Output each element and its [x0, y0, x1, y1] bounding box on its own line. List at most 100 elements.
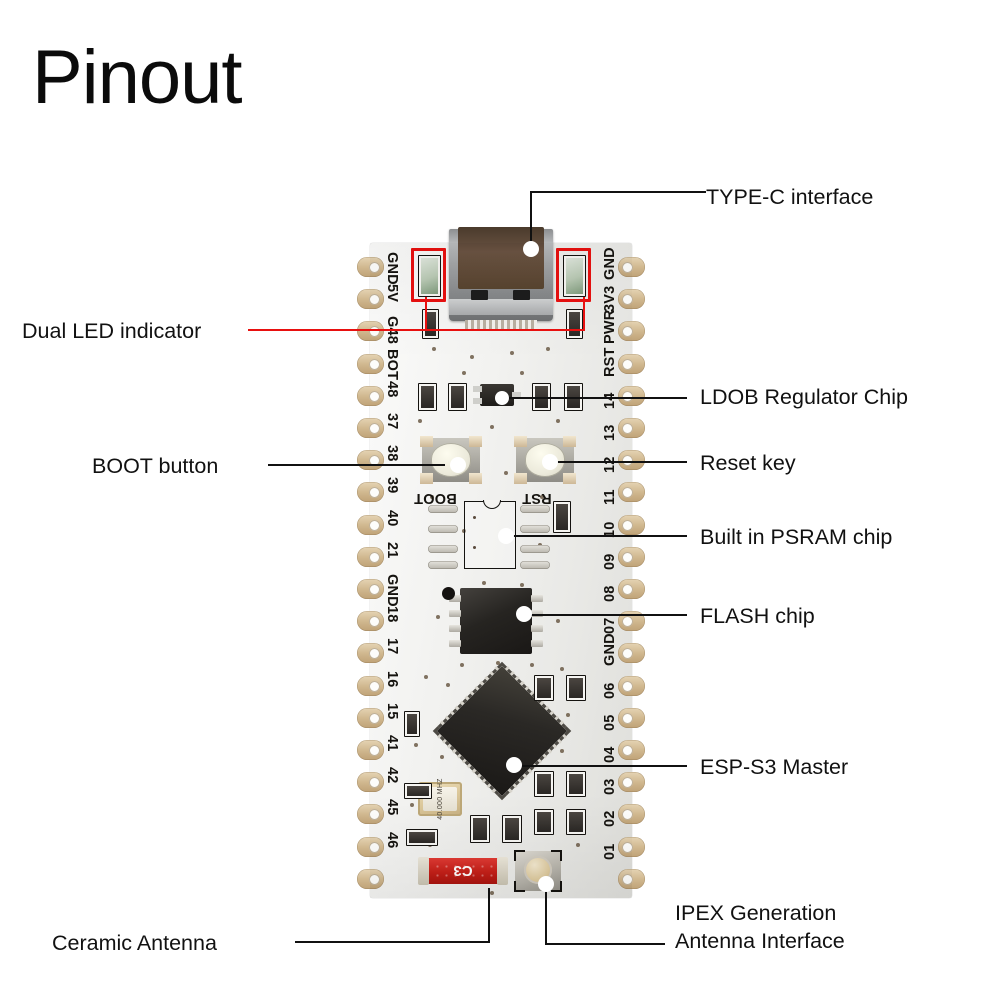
castellated-pad	[357, 836, 384, 857]
callout-ldob: LDOB Regulator Chip	[700, 385, 908, 409]
leader-flash	[525, 614, 687, 616]
castellated-pad	[618, 418, 645, 438]
castellated-pad	[618, 707, 645, 728]
pin-label-right-rst: RST	[602, 346, 618, 377]
castellated-pad	[357, 804, 384, 825]
castellated-pad	[618, 836, 645, 857]
callout-reset: Reset key	[700, 451, 796, 475]
pin-label-left-gnd: GND	[384, 574, 400, 607]
pcb-via	[530, 663, 534, 667]
castellated-pad	[618, 321, 645, 342]
pcb-via	[440, 755, 444, 759]
anchor-dot-psram	[498, 528, 514, 544]
smd-passive-16	[404, 711, 420, 737]
pin-label-right-08: 08	[602, 585, 618, 602]
castellated-pad	[357, 418, 384, 438]
pcb-via	[520, 583, 524, 587]
pin-label-left-48: 48	[384, 380, 400, 398]
castellated-pad	[357, 611, 384, 632]
smd-resistor-2	[566, 309, 583, 339]
castellated-pad	[618, 675, 645, 696]
pcb-via	[424, 675, 428, 679]
pin-label-right-gnd: GND	[602, 247, 618, 280]
pin-label-left-46: 46	[384, 831, 400, 849]
pin-label-right-3v3: 3V3	[602, 285, 618, 313]
anchor-dot-reset	[542, 454, 558, 470]
pin-label-left-18: 18	[384, 606, 400, 623]
led-right-highlight	[556, 248, 591, 302]
pcb-via	[432, 347, 436, 351]
castellated-pad	[357, 740, 384, 760]
smd-passive-9	[502, 815, 522, 843]
leader-ldob	[505, 397, 687, 399]
smd-passive-13	[566, 809, 586, 835]
pin-label-left-45: 45	[384, 799, 400, 816]
castellated-pad	[618, 546, 645, 567]
led-right	[563, 255, 586, 297]
anchor-dot-type-c	[523, 241, 539, 257]
smd-passive-10	[534, 771, 554, 797]
psram-pad	[520, 561, 550, 569]
smd-passive-14	[534, 675, 554, 701]
leader-ipex-horizontal	[545, 943, 665, 945]
leader-reset	[552, 461, 687, 463]
castellated-pad	[357, 257, 384, 277]
callout-flash: FLASH chip	[700, 604, 815, 628]
flash-lead	[449, 640, 461, 647]
pin-label-left-gnd: GND	[384, 252, 400, 285]
psram-pad	[520, 505, 550, 513]
pcb-via	[510, 351, 514, 355]
smd-passive-15	[566, 675, 586, 701]
anchor-dot-ipex	[538, 876, 554, 892]
pin-label-right-06: 06	[602, 682, 618, 699]
ceramic-antenna: C3	[418, 857, 508, 885]
castellated-pad	[618, 450, 645, 471]
flash-lead	[531, 610, 543, 617]
callout-esp: ESP-S3 Master	[700, 755, 849, 779]
pcb-via	[556, 419, 560, 423]
pcb-via	[566, 713, 570, 717]
psram-pad	[520, 525, 550, 533]
leader-dual-led	[248, 329, 585, 331]
pin-label-right-11: 11	[602, 489, 618, 506]
leader-ceramic-vertical	[488, 888, 490, 943]
callout-ipex-line1: IPEX Generation	[675, 901, 837, 925]
pcb-via	[470, 355, 474, 359]
castellated-pad	[618, 385, 645, 406]
leader-type-c-vertical	[530, 191, 532, 249]
castellated-pad	[357, 450, 384, 471]
castellated-pad	[357, 514, 384, 535]
callout-boot: BOOT button	[92, 454, 219, 478]
psram-pad	[428, 561, 458, 569]
leader-type-c-horizontal	[530, 191, 706, 193]
castellated-pad	[357, 675, 384, 696]
pcb-via	[446, 683, 450, 687]
castellated-pad	[618, 257, 645, 277]
smd-passive-1	[418, 383, 437, 411]
antenna-silk-label: C3	[453, 862, 473, 880]
castellated-pad	[618, 868, 645, 889]
leader-ipex-vertical	[545, 884, 547, 944]
castellated-pad	[357, 579, 384, 599]
pin-label-left-16: 16	[384, 670, 400, 688]
pin-label-right-14: 14	[602, 392, 618, 409]
led-left-highlight	[411, 248, 446, 302]
pin-label-left-38: 38	[384, 445, 400, 462]
leader-boot	[268, 464, 445, 466]
castellated-pad	[357, 289, 384, 310]
psram-pad	[428, 545, 458, 553]
smd-passive-6	[404, 783, 432, 799]
pin-label-right-gnd: GND	[602, 633, 618, 667]
pin-label-right-02: 02	[602, 810, 618, 828]
pcb-via	[560, 749, 564, 753]
castellated-pad	[357, 321, 384, 342]
castellated-pad	[618, 514, 645, 535]
pcb-via	[560, 667, 564, 671]
callout-dual-led: Dual LED indicator	[22, 319, 202, 343]
pcb-via	[430, 495, 434, 499]
pin-label-left-15: 15	[384, 702, 400, 720]
castellated-pad	[618, 353, 645, 374]
flash-lead	[449, 625, 461, 632]
pcb-via	[462, 371, 466, 375]
